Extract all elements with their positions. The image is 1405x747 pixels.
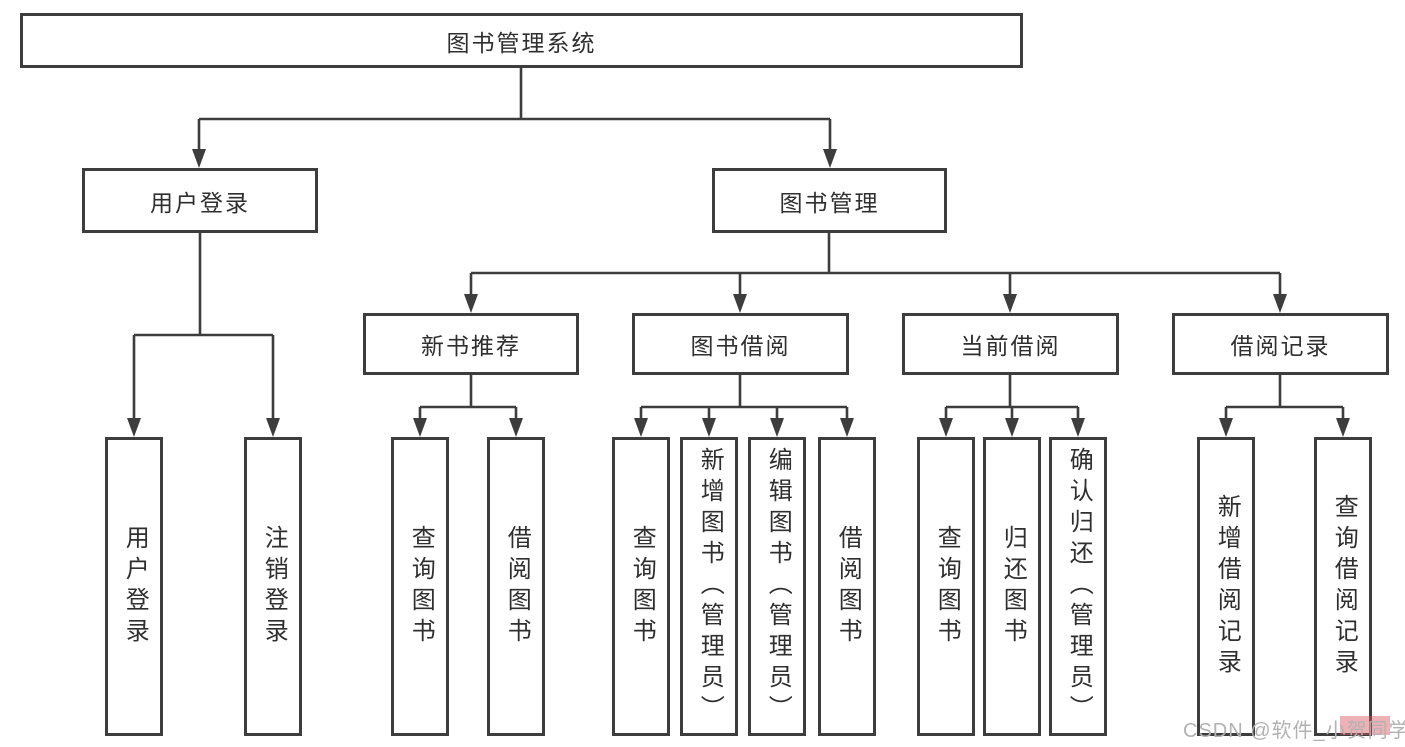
leaf-logout: 注销登录 bbox=[244, 437, 302, 736]
node-borrowing-records: 借阅记录 bbox=[1172, 313, 1389, 375]
leaf-return-books-label: 归还图书 bbox=[999, 524, 1027, 649]
node-new-book-recommendation-label: 新书推荐 bbox=[421, 333, 521, 359]
node-library-system: 图书管理系统 bbox=[20, 13, 1023, 68]
arrowheads bbox=[127, 149, 1350, 437]
leaf-query-books-borrow-label: 查询图书 bbox=[628, 524, 656, 649]
node-new-book-recommendation: 新书推荐 bbox=[363, 313, 579, 375]
leaf-edit-books-admin: 编辑图书（管理员） bbox=[748, 437, 806, 736]
leaf-user-login: 用户登录 bbox=[105, 437, 163, 736]
node-book-management-label: 图书管理 bbox=[779, 189, 880, 216]
leaf-borrow-books: 借阅图书 bbox=[818, 437, 876, 736]
leaf-logout-label: 注销登录 bbox=[260, 524, 288, 649]
leaf-add-borrow-record: 新增借阅记录 bbox=[1197, 437, 1255, 736]
leaf-user-login-label: 用户登录 bbox=[121, 524, 149, 649]
leaf-query-borrow-record: 查询借阅记录 bbox=[1314, 437, 1372, 736]
node-book-borrowing-label: 图书借阅 bbox=[690, 333, 791, 359]
leaf-query-books-borrow: 查询图书 bbox=[612, 437, 670, 736]
node-borrowing-records-label: 借阅记录 bbox=[1230, 333, 1331, 359]
leaf-add-books-admin-label: 新增图书（管理员） bbox=[696, 447, 724, 726]
node-current-borrowing: 当前借阅 bbox=[902, 313, 1119, 375]
watermark-accent bbox=[1340, 716, 1390, 735]
leaf-query-books-current: 查询图书 bbox=[917, 437, 975, 736]
node-user-login-label: 用户登录 bbox=[150, 189, 250, 216]
leaf-return-books: 归还图书 bbox=[983, 437, 1041, 736]
leaf-query-books-recommend-label: 查询图书 bbox=[407, 524, 435, 649]
leaf-query-borrow-record-label: 查询借阅记录 bbox=[1330, 493, 1358, 680]
leaf-edit-books-admin-label: 编辑图书（管理员） bbox=[764, 447, 792, 726]
leaf-add-borrow-record-label: 新增借阅记录 bbox=[1213, 493, 1241, 680]
node-book-management: 图书管理 bbox=[712, 168, 947, 233]
leaf-query-books-recommend: 查询图书 bbox=[391, 437, 449, 736]
leaf-borrow-books-label: 借阅图书 bbox=[834, 524, 862, 649]
node-book-borrowing: 图书借阅 bbox=[632, 313, 849, 375]
node-user-login: 用户登录 bbox=[82, 168, 318, 233]
leaf-query-books-current-label: 查询图书 bbox=[933, 524, 961, 649]
leaf-borrow-books-recommend: 借阅图书 bbox=[487, 437, 545, 736]
node-current-borrowing-label: 当前借阅 bbox=[960, 333, 1061, 359]
leaf-add-books-admin: 新增图书（管理员） bbox=[680, 437, 738, 736]
node-library-system-label: 图书管理系统 bbox=[446, 29, 597, 56]
leaf-confirm-return-admin: 确认归还（管理员） bbox=[1049, 437, 1107, 736]
leaf-confirm-return-admin-label: 确认归还（管理员） bbox=[1065, 447, 1093, 726]
watermark: CSDN @软件_小贺同学 bbox=[1183, 720, 1405, 742]
leaf-borrow-books-recommend-label: 借阅图书 bbox=[503, 524, 531, 649]
